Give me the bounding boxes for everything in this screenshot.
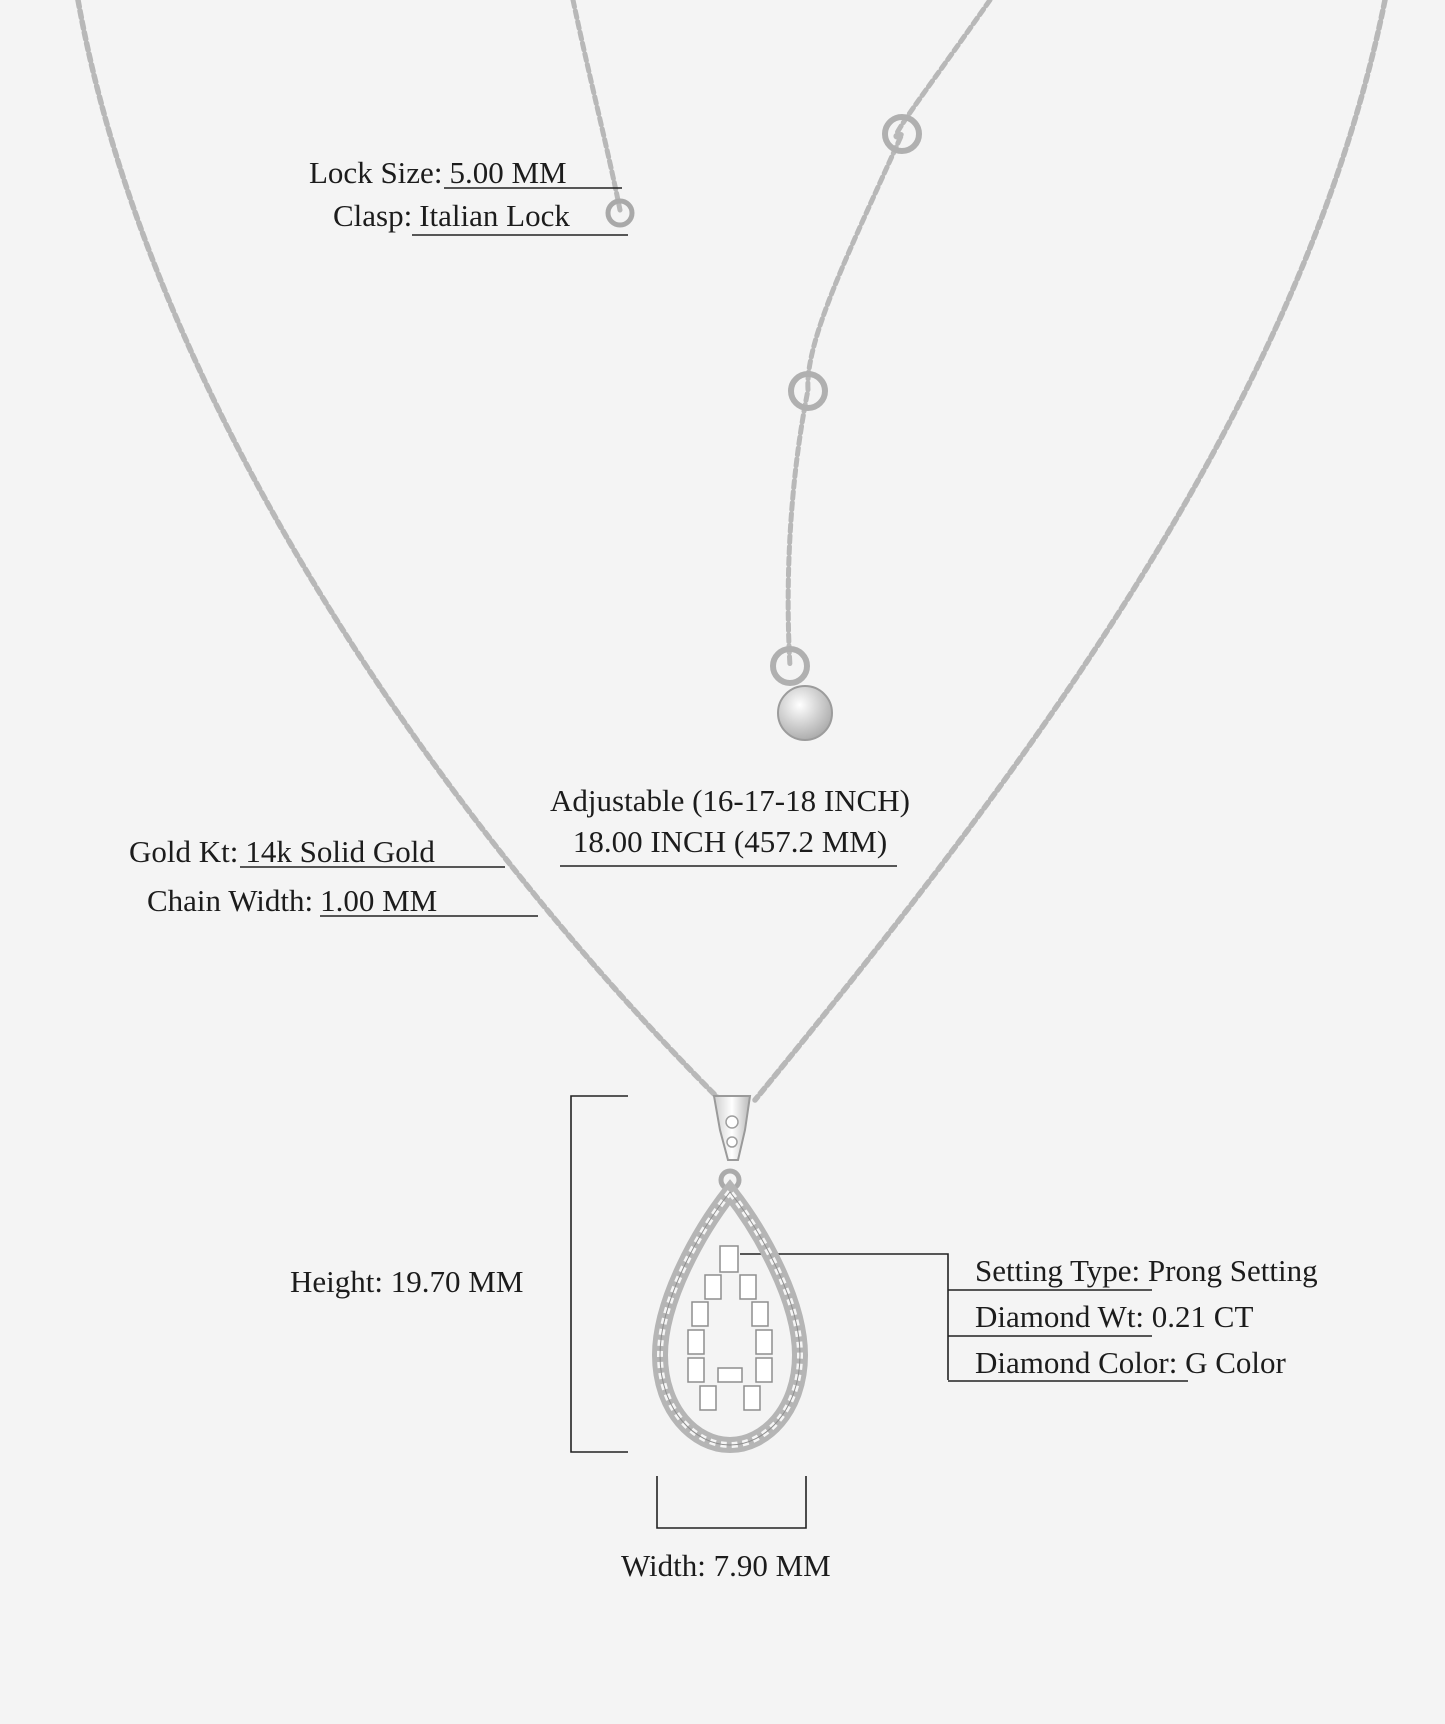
extender-ring-icon [770,646,810,686]
clasp-ring-icon [605,198,635,228]
diamond-wt-label: Diamond Wt: [975,1299,1145,1334]
height-value: 19.70 MM [390,1264,524,1299]
chain-clasp-end [570,0,623,213]
width-value: 7.90 MM [713,1548,831,1583]
clasp-value: Italian Lock [419,198,570,233]
gold-kt-spec: Gold Kt:14k Solid Gold [129,836,435,870]
lock-size-spec: Lock Size:5.00 MM [309,157,567,191]
setting-leader-line [740,1253,949,1380]
width-spec: Width: 7.90 MM [621,1550,831,1581]
width-label: Width: [621,1548,706,1583]
extender-ring-icon [882,114,922,154]
diamond-wt-value: 0.21 CT [1151,1299,1254,1334]
setting-type-spec: Setting Type: Prong Setting [975,1255,1318,1286]
chain-left [75,0,723,1103]
lock-size-value: 5.00 MM [449,155,567,190]
baguette-diamonds [687,1245,773,1411]
lock-size-label: Lock Size: [309,155,443,190]
gold-kt-label: Gold Kt: [129,834,239,869]
diamond-color-value: G Color [1185,1345,1286,1380]
gold-kt-value: 14k Solid Gold [245,834,435,869]
tag-disc-icon [777,685,833,741]
length-measure-text: 18.00 INCH (457.2 MM) [572,824,888,859]
width-bracket [656,1476,807,1529]
setting-type-label: Setting Type: [975,1253,1141,1288]
pear-pendant [651,1179,809,1454]
height-label: Height: [290,1264,383,1299]
chain-right [752,0,1388,1103]
pendant-bail [712,1095,752,1192]
setting-type-value: Prong Setting [1147,1253,1318,1288]
length-adjustable-text: Adjustable (16-17-18 INCH) [550,783,910,818]
height-spec: Height: 19.70 MM [290,1266,523,1297]
diamond-color-spec: Diamond Color: G Color [975,1347,1286,1378]
chain-width-value: 1.00 MM [320,883,438,918]
diamond-color-label: Diamond Color: [975,1345,1178,1380]
chain-width-label: Chain Width: [147,883,314,918]
chain-extender [785,0,993,669]
clasp-label: Clasp: [333,198,413,233]
diamond-wt-spec: Diamond Wt: 0.21 CT [975,1301,1253,1332]
height-bracket [570,1095,628,1453]
chain-width-spec: Chain Width:1.00 MM [147,885,437,919]
clasp-spec: Clasp:Italian Lock [333,200,570,234]
length-spec: Adjustable (16-17-18 INCH) 18.00 INCH (4… [530,785,930,857]
extender-ring-icon [788,371,828,411]
